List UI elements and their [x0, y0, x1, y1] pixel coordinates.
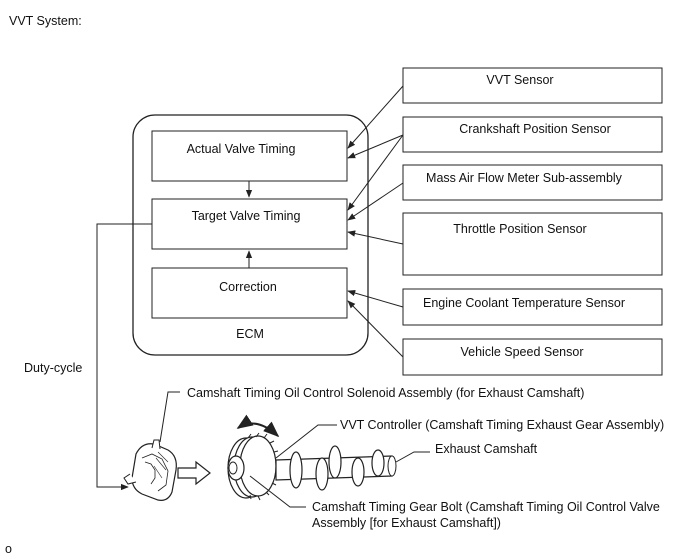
- vvt-controller-callout: VVT Controller (Camshaft Timing Exhaust …: [340, 418, 664, 432]
- throttle-arrow: [347, 230, 404, 245]
- flow-arrow-icon: [177, 460, 211, 486]
- footer-mark: o: [5, 542, 12, 556]
- sensor-maf: Mass Air Flow Meter Sub-assembly: [402, 164, 663, 201]
- gear-bolt-leader: [249, 475, 306, 508]
- actual-valve-timing-label: Actual Valve Timing: [187, 142, 296, 156]
- gear-bolt-callout-line2: Assembly [for Exhaust Camshaft]): [312, 516, 501, 530]
- crank-to-actual-arrow: [347, 134, 404, 159]
- sensor-maf-label: Mass Air Flow Meter Sub-assembly: [426, 171, 623, 185]
- sensor-vehicle-speed-label: Vehicle Speed Sensor: [460, 345, 583, 359]
- sensor-vehicle-speed: Vehicle Speed Sensor: [402, 338, 663, 376]
- maf-arrow: [347, 182, 404, 221]
- target-valve-timing-label: Target Valve Timing: [192, 209, 301, 223]
- ecm-label: ECM: [236, 327, 264, 341]
- sensor-vvt-label: VVT Sensor: [486, 73, 553, 87]
- vehicle-speed-arrow: [347, 300, 404, 358]
- exhaust-camshaft-leader: [395, 451, 430, 463]
- correction-block: Correction: [151, 267, 348, 319]
- sensor-coolant-label: Engine Coolant Temperature Sensor: [423, 296, 625, 310]
- exhaust-camshaft-callout: Exhaust Camshaft: [435, 442, 538, 456]
- solenoid-callout: Camshaft Timing Oil Control Solenoid Ass…: [187, 386, 584, 400]
- sensor-crankshaft: Crankshaft Position Sensor: [402, 116, 663, 153]
- diagram-title: VVT System:: [9, 14, 82, 28]
- vvt-controller-illustration: [227, 432, 280, 501]
- sensor-throttle: Throttle Position Sensor: [402, 212, 663, 276]
- vvt-controller-leader: [275, 424, 337, 459]
- vvt-sensor-arrow: [347, 85, 404, 149]
- coolant-arrow: [347, 289, 404, 308]
- target-valve-timing-block: Target Valve Timing: [151, 198, 348, 250]
- correction-label: Correction: [219, 280, 277, 294]
- sensor-vvt: VVT Sensor: [402, 67, 663, 104]
- solenoid-leader: [159, 391, 180, 443]
- oil-control-solenoid-illustration: [123, 439, 177, 501]
- sensor-crankshaft-label: Crankshaft Position Sensor: [459, 122, 610, 136]
- duty-cycle-label: Duty-cycle: [24, 361, 82, 375]
- exhaust-camshaft-illustration: [275, 445, 397, 491]
- gear-bolt-callout-line1: Camshaft Timing Gear Bolt (Camshaft Timi…: [312, 500, 660, 514]
- sensor-coolant: Engine Coolant Temperature Sensor: [402, 288, 663, 326]
- duty-cycle-line: [96, 223, 152, 491]
- sensor-throttle-label: Throttle Position Sensor: [453, 222, 586, 236]
- actual-valve-timing-block: Actual Valve Timing: [151, 130, 348, 182]
- rotation-arrow-icon: [236, 414, 280, 438]
- crank-to-target-arrow: [347, 134, 404, 211]
